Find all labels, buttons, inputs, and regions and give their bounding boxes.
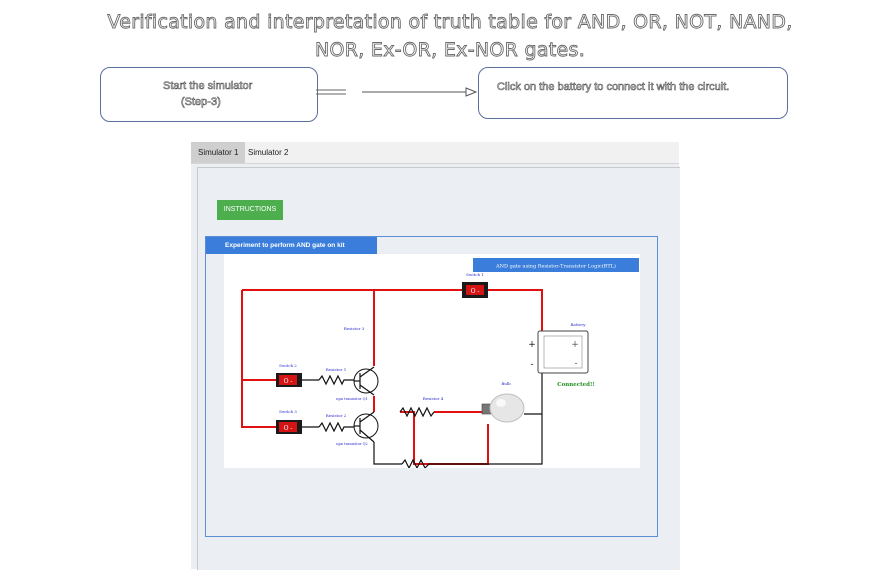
- circuit-banner: [473, 258, 639, 272]
- step-box-click-battery: Click on the battery to connect it with …: [478, 67, 788, 119]
- experiment-title: Experiment to perform AND gate on kit: [206, 237, 377, 254]
- resistor-4: [399, 406, 435, 418]
- resistor-4-label: Resistor 4: [423, 396, 444, 401]
- q1-emitter: [359, 384, 375, 396]
- tab-simulator-1[interactable]: Simulator 1: [191, 142, 246, 163]
- bulb-label: Bulb: [501, 381, 511, 386]
- q2-label: npn transistor Q2: [336, 442, 367, 446]
- q2-collector: [359, 411, 375, 423]
- connection-status: Connected!!: [557, 382, 595, 388]
- arrow-right-icon: [316, 87, 478, 97]
- battery-terminal-minus: -: [530, 360, 533, 370]
- resistor-3-label: Resistor 3: [344, 326, 365, 331]
- switch-3-rocker: [279, 422, 297, 432]
- battery-terminal-plus: +: [528, 340, 536, 350]
- title-line-2: NOR, Ex-OR, Ex-NOR gates.: [314, 39, 586, 62]
- switch-1-glyph: O -: [471, 288, 480, 295]
- instructions-button[interactable]: INSTRUCTIONS: [217, 200, 283, 220]
- bulb-highlight: [496, 399, 506, 407]
- circuit-diagram: AND gate using Resistor-Transistor Logic…: [241, 258, 639, 470]
- switch-2-glyph: O -: [284, 378, 293, 385]
- switch-1-label: Switch 1: [466, 272, 484, 277]
- switch-2-rocker: [279, 375, 297, 385]
- switch-2-label: Switch 2: [279, 363, 297, 368]
- experiment-box: Experiment to perform AND gate on kit: [205, 236, 658, 537]
- battery[interactable]: [537, 330, 589, 374]
- simulator-tabs: Simulator 1 Simulator 2: [191, 142, 679, 164]
- q1-collector: [359, 366, 375, 378]
- tab-simulator-2[interactable]: Simulator 2: [248, 148, 289, 157]
- resistor-2: [318, 421, 354, 433]
- bulb: [489, 393, 525, 423]
- step-box-start-simulator: Start the simulator (Step-3): [100, 67, 318, 122]
- switch-3-label: Switch 3: [279, 409, 297, 414]
- resistor-1-label: Resistor 1: [326, 367, 347, 372]
- switch-1-rocker: [466, 285, 484, 295]
- battery-inner: [543, 335, 583, 369]
- circuit-banner-text: AND gate using Resistor-Transistor Logic…: [495, 263, 616, 270]
- simulator-panel: Simulator 1 Simulator 2 INSTRUCTIONS Exp…: [191, 142, 680, 570]
- page-title: Verification and interpretation of truth…: [60, 8, 840, 64]
- circuit-canvas: AND gate using Resistor-Transistor Logic…: [224, 254, 640, 470]
- switch-3-glyph: O -: [284, 425, 293, 432]
- title-line-1: Verification and interpretation of truth…: [107, 11, 793, 34]
- step-text: Click on the battery to connect it with …: [497, 81, 730, 94]
- resistor-2-label: Resistor 2: [326, 413, 347, 418]
- battery-minus-glyph: -: [574, 359, 577, 369]
- resistor-1: [318, 374, 354, 386]
- circuit-ground-wires: [373, 366, 543, 465]
- q2-emitter: [359, 429, 375, 443]
- battery-plus-glyph: +: [571, 340, 579, 350]
- q1-label: npn transistor Q1: [336, 397, 367, 401]
- circuit-wires: [241, 289, 543, 465]
- step-text: Start the simulator: [163, 80, 253, 93]
- step-number: (Step-3): [181, 96, 221, 109]
- battery-label: Battery: [570, 322, 586, 327]
